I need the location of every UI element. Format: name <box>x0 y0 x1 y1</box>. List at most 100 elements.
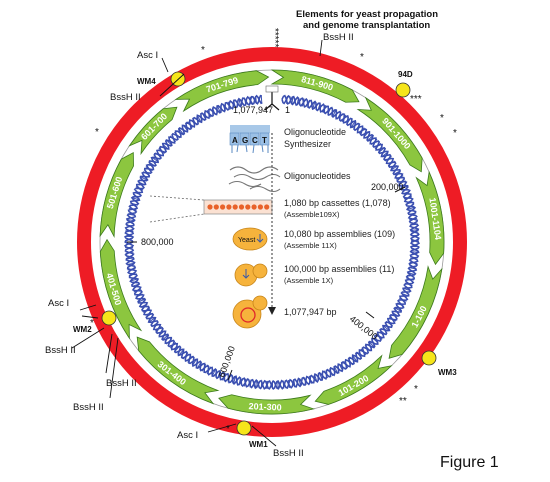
segment-arrow <box>99 238 143 340</box>
helix-rung <box>408 212 417 216</box>
helix-rung <box>394 307 402 312</box>
helix-rung <box>356 351 363 359</box>
origin-right-label: 1 <box>285 105 290 115</box>
helix-rung <box>142 171 151 176</box>
assembly-steps: A G C T Oligonucleotide Synthesizer Olig… <box>149 125 395 329</box>
origin-left-label: 1,077,947 <box>233 105 273 115</box>
cassette-bead <box>213 204 219 210</box>
helix-rung <box>372 337 379 344</box>
helix-rung <box>395 175 404 180</box>
helix-rung <box>381 151 389 158</box>
watermark-94d-label: 94D <box>398 70 413 79</box>
helix-rung <box>125 230 134 232</box>
position-200000: 200,000 <box>371 182 404 192</box>
helix-rung <box>148 161 156 167</box>
helix-rung <box>314 374 318 383</box>
helix-rung <box>375 333 383 340</box>
helix-rung <box>174 131 181 139</box>
helix-rung <box>196 361 202 369</box>
helix-rung <box>406 206 415 210</box>
site-asci-wm4: Asc I <box>137 50 158 61</box>
helix-rung <box>405 201 414 205</box>
helix-rung <box>137 181 146 186</box>
helix-rung <box>410 229 419 231</box>
helix-rung <box>140 176 148 181</box>
helix-rung <box>398 297 407 302</box>
figure-label: Figure 1 <box>440 454 499 471</box>
segment-arrows <box>99 69 445 415</box>
site-bssh-wm4: BssH II <box>110 92 141 103</box>
star-right1: * <box>440 113 444 124</box>
helix-rung <box>142 308 151 313</box>
site-bssh-wm1: BssH II <box>273 448 304 459</box>
synth-letter-a: A <box>232 136 238 145</box>
watermark-wm1-label: WM1 <box>249 440 268 449</box>
cassette-bead <box>226 204 232 210</box>
helix-rung <box>387 160 395 166</box>
helix-rung <box>382 325 390 331</box>
watermark-wm4-label: WM4 <box>137 77 156 86</box>
segment-label: 201-300 <box>248 401 281 412</box>
helix-rung <box>328 368 334 377</box>
cassettes-sublabel: (Assemble109X) <box>284 210 340 219</box>
helix-rung <box>312 101 316 110</box>
position-600000: 600,000 <box>216 345 237 379</box>
helix-rung <box>410 251 419 253</box>
helix-rung <box>360 348 367 356</box>
helix-rung <box>131 197 140 201</box>
star-wm1: * <box>226 424 230 435</box>
yeast-label: Yeast <box>238 237 255 244</box>
helix-rung <box>363 131 370 138</box>
helix-rung <box>182 124 189 132</box>
watermark-wm2-dot <box>101 310 117 326</box>
helix-rung <box>390 165 398 171</box>
synthesizer-icon: A G C T <box>229 125 270 154</box>
helix-rung <box>178 349 185 356</box>
yeast-cell-final <box>232 295 268 329</box>
assemblies-10k-label: 10,080 bp assemblies (109) <box>284 229 395 239</box>
helix-rung <box>135 293 144 298</box>
segment-arrow <box>388 265 443 359</box>
helix-rung <box>255 95 258 104</box>
helix-rung <box>127 213 136 216</box>
helix-rung <box>145 166 153 172</box>
star-wm3b: * <box>414 384 418 395</box>
yeast-cell-100k <box>234 263 268 287</box>
helix-rung <box>287 379 290 389</box>
helix-rung <box>187 121 193 129</box>
segment-arrow <box>218 394 316 415</box>
helix-rung <box>406 277 415 281</box>
site-bssh-wm2-b: BssH II <box>106 378 137 389</box>
helix-rung <box>378 147 385 154</box>
cassette-bead <box>251 204 257 210</box>
helix-rung <box>201 112 207 120</box>
helix-rung <box>260 95 263 104</box>
helix-rung <box>408 267 417 270</box>
helix-rung <box>216 370 221 379</box>
watermark-wm2-label: WM2 <box>73 325 92 334</box>
helix-rung <box>393 170 401 176</box>
star-asc-top: * <box>201 45 205 56</box>
helix-rung <box>404 282 413 286</box>
synth-letter-c: C <box>252 136 258 145</box>
helix-rung <box>352 355 358 363</box>
helix-rung <box>238 377 242 386</box>
star-left: * <box>95 127 99 138</box>
helix-rung <box>127 268 136 271</box>
segment-arrow <box>99 151 134 239</box>
origin-marker: 1,077,947 1 <box>233 85 290 115</box>
cassette-bead <box>207 204 213 210</box>
helix-rung <box>140 303 148 308</box>
helix-rung <box>409 218 418 221</box>
helix-rung <box>327 107 332 115</box>
helix-rung <box>346 117 352 125</box>
helix-rung <box>128 273 137 277</box>
helix-rung <box>319 372 323 381</box>
helix-rung <box>191 118 198 126</box>
helix-rung <box>404 196 412 200</box>
helix-rung <box>385 320 393 327</box>
helix-rung <box>322 104 327 113</box>
helix-rung <box>379 329 387 336</box>
helix-rung <box>196 115 202 123</box>
